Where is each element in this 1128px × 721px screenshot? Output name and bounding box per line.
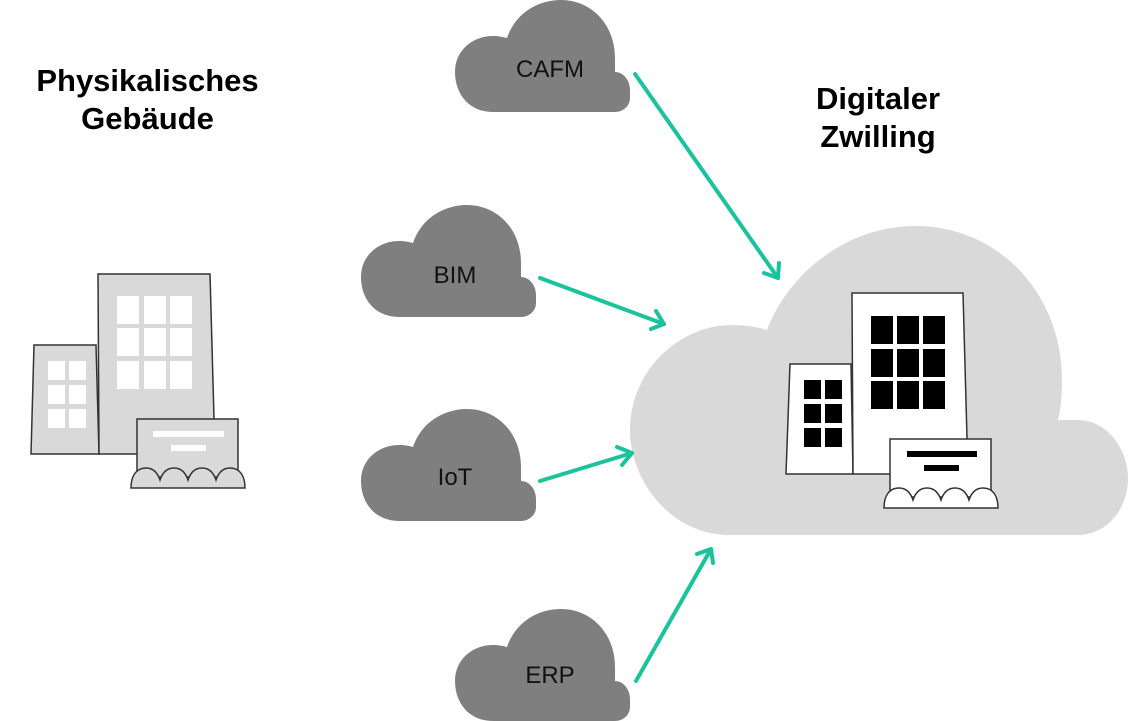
source-label-cafm: CAFM: [516, 56, 584, 83]
physical-building-icon: [30, 273, 246, 489]
heading-twin-line1: Digitaler: [815, 81, 941, 116]
heading-physical-building: Physikalisches Gebäude: [10, 62, 285, 138]
arrow-iot-to-twin: [538, 445, 634, 483]
digital-twin-building-icon: [785, 292, 999, 509]
physical-windows-small: [48, 361, 86, 428]
source-cloud-iot: IoT: [361, 409, 536, 521]
source-label-erp: ERP: [525, 662, 574, 689]
source-cloud-erp: ERP: [455, 609, 630, 721]
physical-windows-tall: [117, 296, 192, 389]
twin-windows-tall: [871, 316, 945, 409]
twin-windows-small: [804, 380, 842, 447]
source-label-bim: BIM: [434, 262, 477, 289]
arrow-erp-to-twin: [634, 547, 715, 683]
heading-physical-line1: Physikalisches: [36, 63, 259, 98]
twin-building-awning: [883, 487, 999, 509]
arrow-cafm-to-twin: [633, 72, 781, 280]
source-cloud-cafm: CAFM: [455, 0, 630, 112]
heading-twin-line2: Zwilling: [820, 119, 936, 154]
heading-digital-twin: Digitaler Zwilling: [778, 80, 978, 156]
heading-physical-line2: Gebäude: [81, 101, 214, 136]
arrow-bim-to-twin: [538, 276, 666, 331]
source-label-iot: IoT: [438, 464, 473, 491]
physical-building-awning: [130, 467, 246, 489]
source-cloud-bim: BIM: [361, 205, 536, 317]
